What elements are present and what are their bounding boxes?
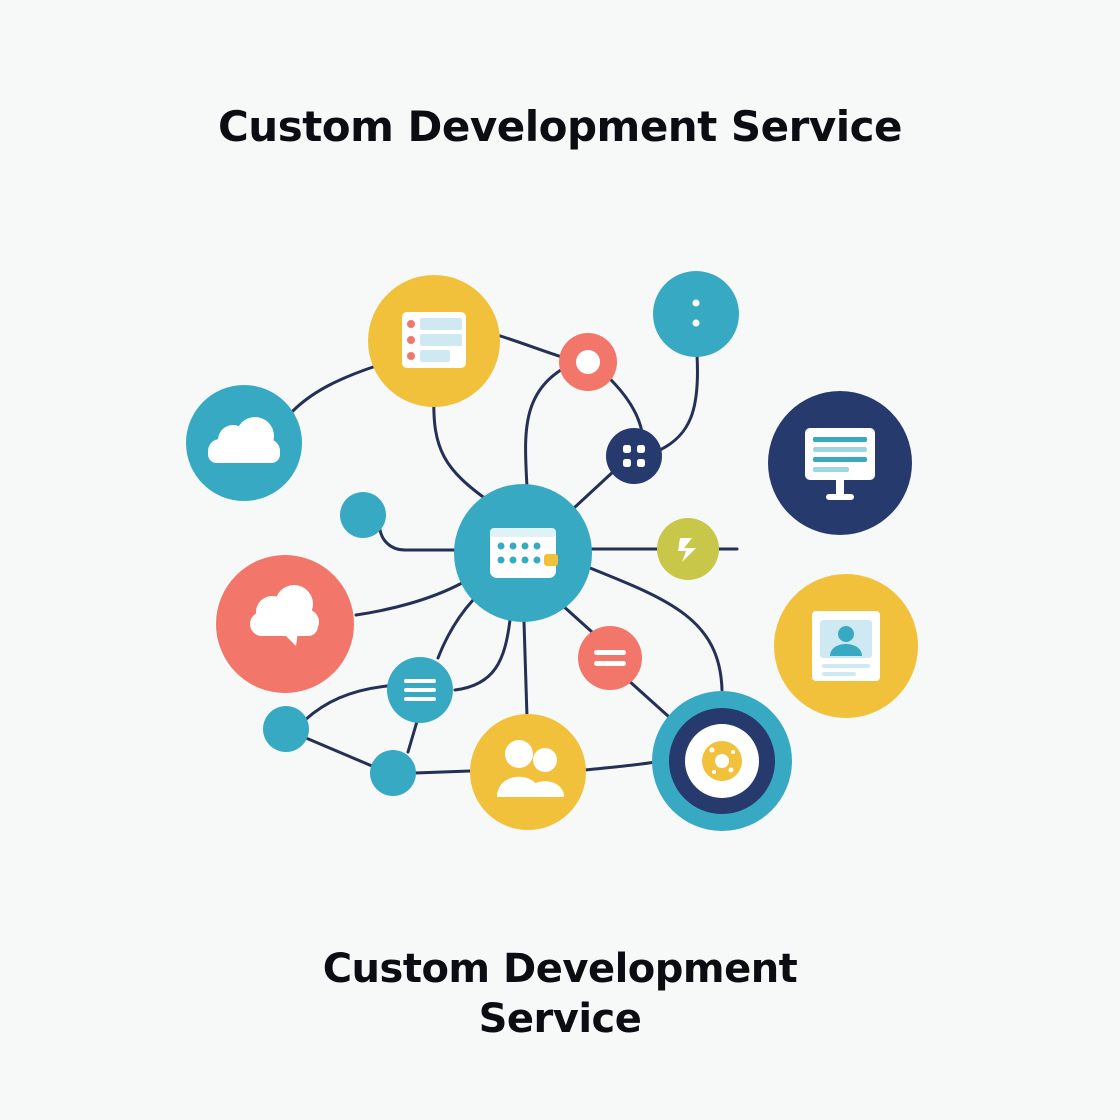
node-hub[interactable] <box>454 484 592 622</box>
node-chat[interactable] <box>216 555 354 693</box>
apps-grid-icon <box>623 445 645 467</box>
node-cloud[interactable] <box>186 385 302 501</box>
footer-title-line-2: Service <box>478 996 642 1042</box>
node-monitor[interactable] <box>768 391 912 535</box>
node-gear[interactable] <box>652 691 792 831</box>
node-menu[interactable] <box>387 657 453 723</box>
link-menu-dot-lower-left <box>303 684 389 722</box>
node-users[interactable] <box>470 714 586 830</box>
link-menu-dot-lower <box>406 716 420 754</box>
cloud-icon <box>208 417 280 463</box>
link-hub-menu-curve <box>453 618 512 692</box>
node-list-card[interactable] <box>368 275 500 407</box>
page-title: Custom Development Service <box>217 102 903 151</box>
node-dot-left[interactable] <box>340 492 386 538</box>
link-hub-gear <box>588 566 724 692</box>
node-olive-small[interactable] <box>657 518 719 580</box>
bolt-icon <box>678 538 696 562</box>
node-profile-card[interactable] <box>774 574 918 718</box>
footer-title-line-1: Custom Development <box>322 946 798 992</box>
chat-cloud-icon <box>250 585 319 646</box>
node-dots-small[interactable] <box>653 271 739 357</box>
link-dot-lower-users <box>413 769 472 775</box>
users-icon <box>497 740 564 797</box>
link-hub-apps-grid <box>572 468 617 510</box>
node-dot-lower-left[interactable] <box>263 706 309 752</box>
equals-icon <box>594 650 626 666</box>
ring-icon <box>576 350 600 374</box>
link-hub-equals <box>560 603 594 634</box>
link-ring-small-apps-grid <box>604 373 644 434</box>
footer-title: Custom Development Service <box>0 944 1120 1044</box>
link-equals-gear <box>626 678 670 718</box>
gear-badge-icon <box>702 741 742 781</box>
node-equals[interactable] <box>578 626 642 690</box>
link-hub-users <box>522 620 529 719</box>
calendar-grid-icon <box>490 528 558 578</box>
link-group <box>287 333 739 775</box>
menu-lines-icon <box>404 679 436 701</box>
link-dot-lower-left-dot-lower <box>304 736 374 768</box>
link-hub-chat <box>354 581 464 617</box>
node-ring-small[interactable] <box>559 333 617 391</box>
monitor-icon <box>805 428 875 500</box>
profile-card-icon <box>812 611 880 681</box>
link-ring-small-list-card <box>495 333 564 359</box>
link-hub-menu <box>436 598 475 660</box>
vertical-dots-icon <box>692 299 700 327</box>
link-hub-dot-left <box>378 528 457 552</box>
link-list-card-cloud <box>287 364 378 417</box>
node-apps-grid[interactable] <box>606 428 662 484</box>
link-hub-list-card <box>432 393 492 504</box>
node-dot-lower[interactable] <box>370 750 416 796</box>
list-card-icon <box>402 312 466 368</box>
link-users-gear <box>583 760 657 772</box>
link-apps-grid-dots-small <box>658 353 699 452</box>
